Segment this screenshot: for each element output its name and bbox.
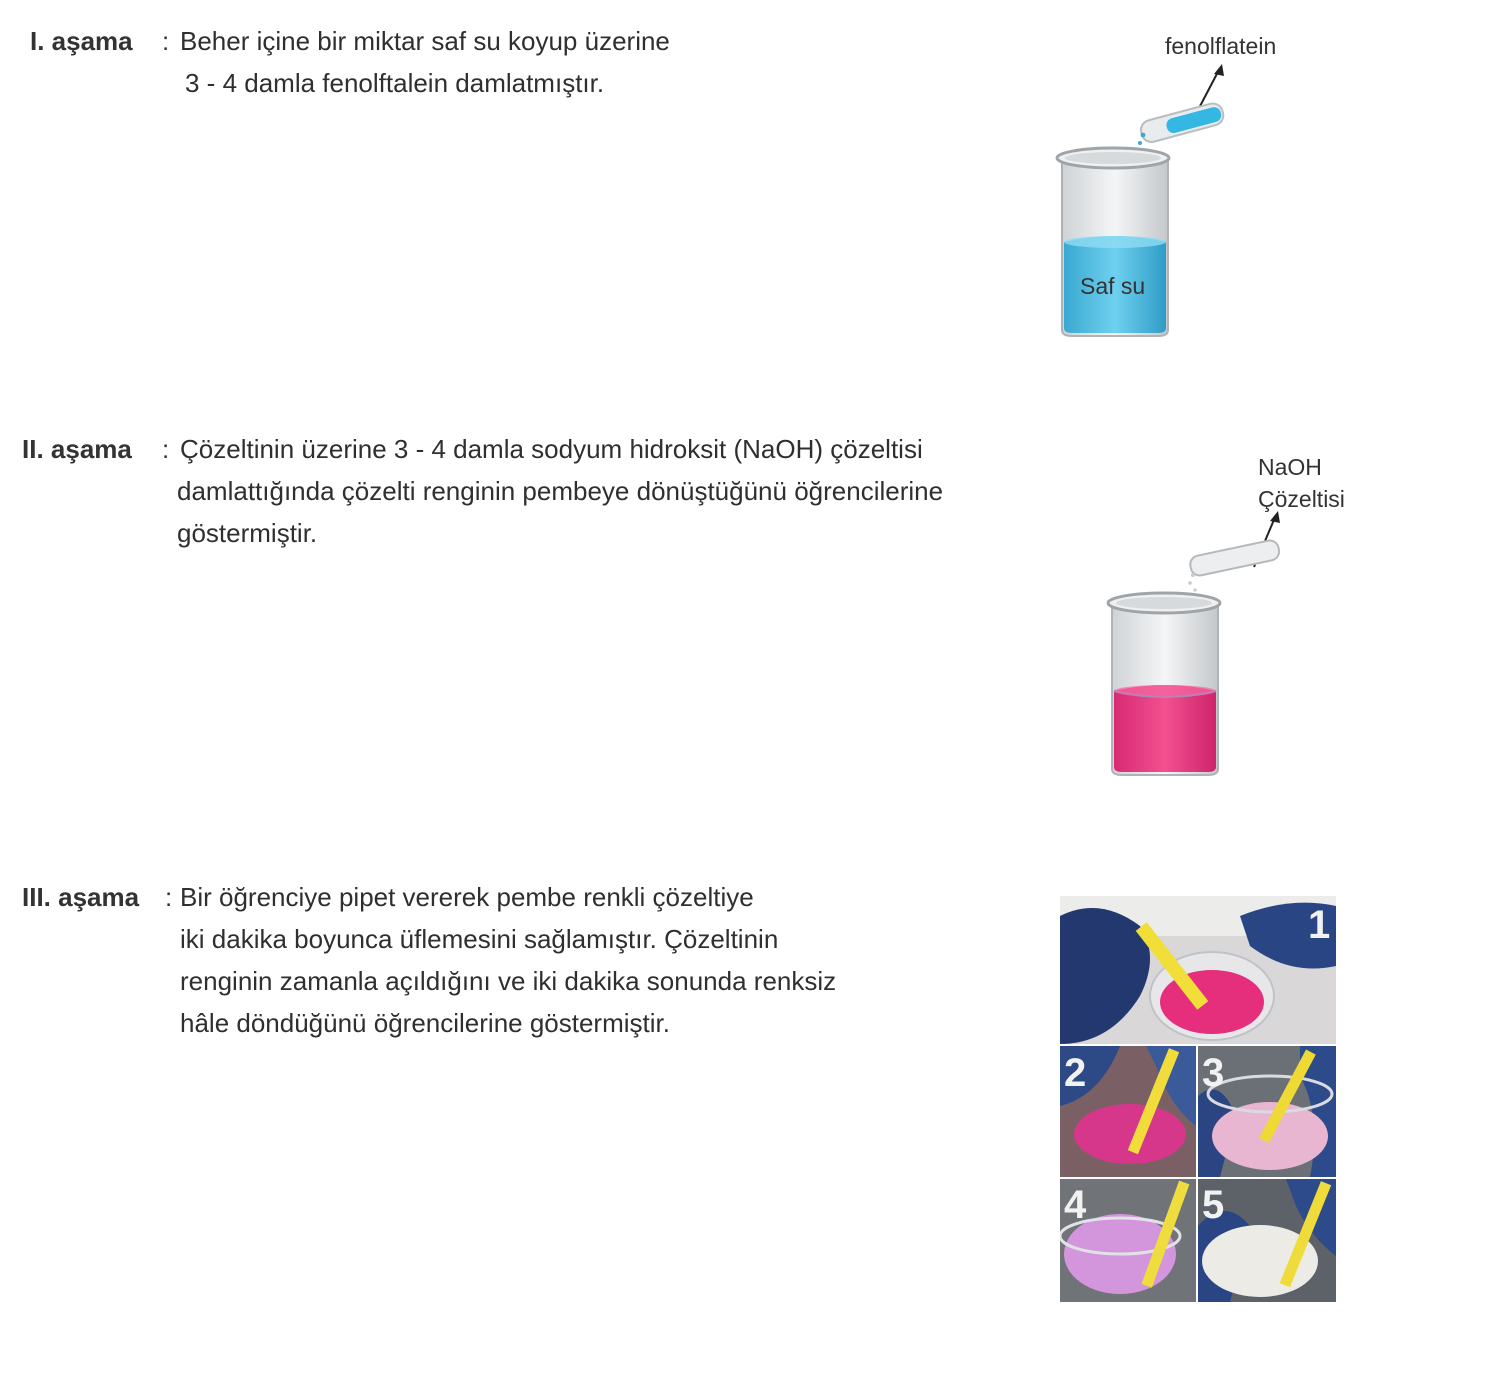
- stage-3-line-1: Bir öğrenciye pipet vererek pembe renkli…: [180, 882, 754, 912]
- drop: [1191, 573, 1195, 577]
- stage-1-figure-label: fenolflatein: [1165, 33, 1276, 59]
- stage-2-figure-label-line-2: Çözeltisi: [1258, 486, 1345, 512]
- beaker: Saf su: [1055, 146, 1171, 337]
- stage-1-colon: :: [162, 26, 170, 56]
- stage-3-line-2: iki dakika boyunca üflemesini sağlamıştı…: [180, 924, 779, 954]
- stage-2-title: II. aşama: [22, 434, 132, 464]
- photo-number-2: 2: [1064, 1051, 1086, 1095]
- photo-panel-1: 1: [1060, 896, 1336, 1044]
- stage-2-line-2: damlattığında çözelti renginin pembeye d…: [177, 476, 944, 506]
- stage-3-line-4: hâle döndüğünü öğrencilerine göstermişti…: [180, 1008, 670, 1038]
- stage-1-title: I. aşama: [30, 26, 133, 56]
- stage-2-figure: NaOH Çözeltisi: [1090, 445, 1390, 785]
- pointer-arrow-head: [1270, 511, 1280, 523]
- experiment-photo-grid: 1 2 3: [1060, 896, 1336, 1302]
- photo-panel-2: 2: [1060, 1046, 1196, 1177]
- stage-2-line-1: Çözeltinin üzerine 3 - 4 damla sodyum hi…: [180, 434, 923, 464]
- photo-number-4: 4: [1064, 1183, 1087, 1227]
- stage-2-colon: :: [162, 434, 170, 464]
- drop: [1188, 581, 1192, 585]
- drop: [1138, 141, 1142, 145]
- stage-1-figure: fenolflatein Saf su: [1040, 30, 1340, 350]
- photo-panel-3: 3: [1198, 1046, 1336, 1177]
- stage-3-title: III. aşama: [22, 882, 140, 912]
- stage-3-line-3: renginin zamanla açıldığını ve iki dakik…: [180, 966, 837, 996]
- stage-1-line-1: Beher içine bir miktar saf su koyup üzer…: [180, 26, 670, 56]
- stage-2-line-3: göstermiştir.: [177, 518, 318, 548]
- test-tube: [1139, 102, 1225, 143]
- pointer-arrow-line: [1197, 67, 1221, 111]
- beaker: [1106, 591, 1222, 776]
- stage-2-figure-label-line-1: NaOH: [1258, 454, 1322, 480]
- stage-1-line-2: 3 - 4 damla fenolftalein damlatmıştır.: [185, 68, 605, 98]
- photo-panel-5: 5: [1198, 1179, 1336, 1302]
- photo-number-3: 3: [1202, 1051, 1224, 1095]
- pointer-arrow-head: [1214, 64, 1224, 76]
- drop: [1140, 132, 1146, 138]
- drop: [1193, 588, 1197, 592]
- test-tube: [1189, 539, 1281, 577]
- photo-panel-4: 4: [1060, 1179, 1196, 1302]
- stage-3-colon: :: [165, 882, 173, 912]
- photo-number-1: 1: [1308, 903, 1330, 947]
- beaker-label: Saf su: [1080, 273, 1145, 299]
- photo-number-5: 5: [1202, 1183, 1224, 1227]
